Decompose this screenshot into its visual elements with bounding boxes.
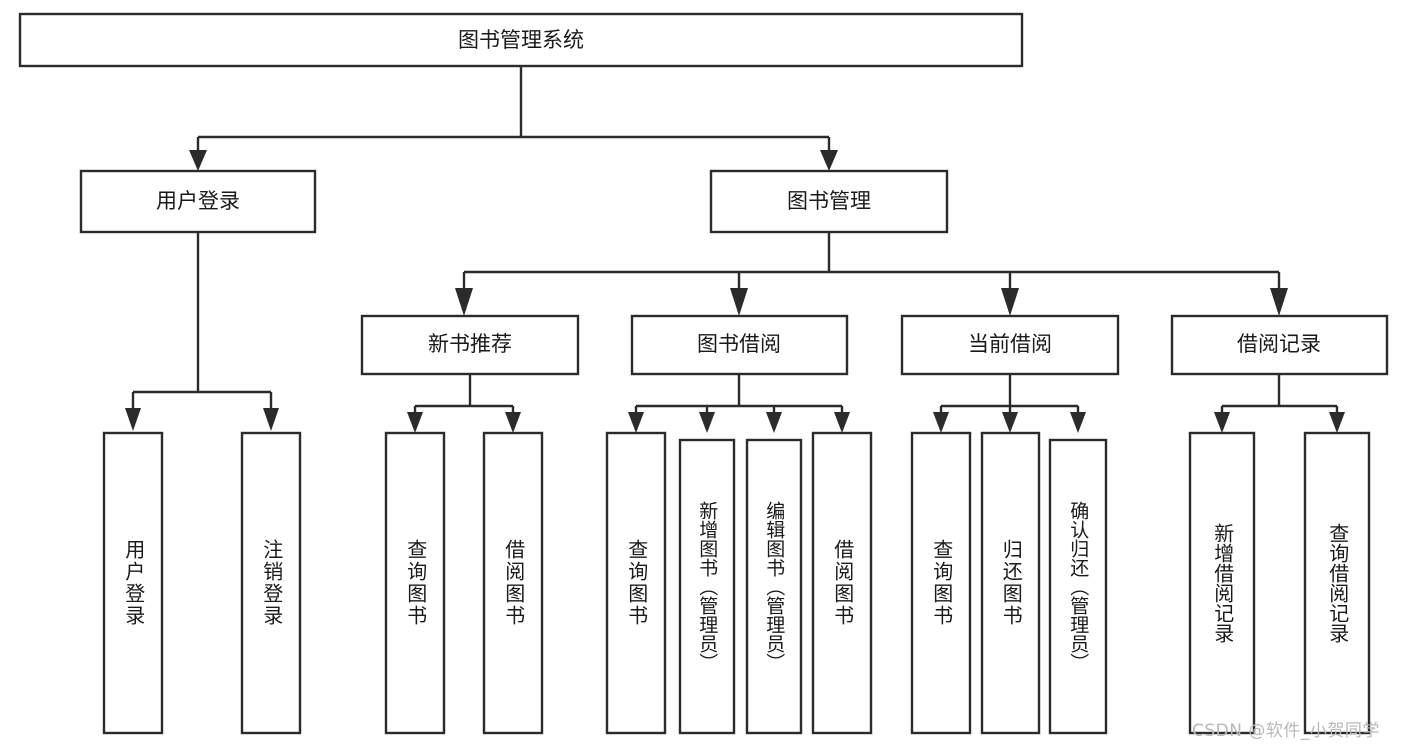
arrowhead-leaf10 — [1002, 412, 1018, 433]
arrowhead-leaf9 — [933, 412, 949, 433]
arrowhead-leaf3 — [407, 412, 423, 433]
node-root[interactable]: 图书管理系统 — [18, 12, 1024, 68]
node-current-box[interactable] — [900, 314, 1120, 376]
node-current-label: 当前借阅 — [968, 332, 1052, 356]
arrowhead-leaf4 — [505, 412, 521, 433]
arrowhead-leaf5 — [628, 412, 644, 433]
node-records-label: 借阅记录 — [1237, 332, 1321, 356]
arrowhead-leaf11 — [1070, 412, 1086, 433]
connector-layer — [125, 66, 1345, 433]
node-leaf12-box[interactable] — [1188, 431, 1256, 735]
node-current[interactable]: 当前借阅 — [900, 314, 1120, 376]
arrowhead-leaf8 — [834, 412, 850, 433]
node-leaf13-box[interactable] — [1303, 431, 1371, 735]
node-bookmgmt-box[interactable] — [709, 169, 949, 234]
node-newbook-label: 新书推荐 — [428, 332, 512, 356]
arrowhead-borrow — [730, 288, 748, 316]
node-leaf10-box[interactable] — [980, 431, 1041, 735]
node-login[interactable]: 用户登录 — [79, 169, 317, 234]
node-leaf4-box[interactable] — [482, 431, 544, 735]
node-leaf1-box[interactable] — [102, 431, 164, 735]
arrowhead-login — [189, 150, 207, 171]
node-leaf7-box[interactable] — [745, 438, 803, 735]
arrowhead-current — [1001, 288, 1019, 316]
arrowhead-leaf13 — [1329, 412, 1345, 433]
node-root-box[interactable] — [18, 12, 1024, 68]
node-borrow-box[interactable] — [630, 314, 849, 376]
csdn-watermark: CSDN @软件_小贺同学 — [1192, 721, 1380, 741]
node-layer: 图书管理系统 用户登录 图书管理 新书推荐 图书借阅 当前 — [18, 12, 1389, 735]
node-leaf3-box[interactable] — [384, 431, 446, 735]
arrowhead-bookmgmt — [820, 150, 838, 171]
arrowhead-newbook — [455, 288, 473, 316]
node-newbook-box[interactable] — [360, 314, 580, 376]
node-leaf2-box[interactable] — [240, 431, 302, 735]
node-records[interactable]: 借阅记录 — [1170, 314, 1389, 376]
node-login-label: 用户登录 — [156, 189, 240, 213]
node-newbook[interactable]: 新书推荐 — [360, 314, 580, 376]
node-records-box[interactable] — [1170, 314, 1389, 376]
node-leaf5-box[interactable] — [605, 431, 667, 735]
node-login-box[interactable] — [79, 169, 317, 234]
arrowhead-leaf7 — [766, 412, 782, 433]
arrowhead-leaf1 — [125, 408, 141, 431]
node-leaf9-box[interactable] — [910, 431, 972, 735]
arrowhead-leaf2 — [263, 408, 279, 431]
arrowhead-records — [1270, 288, 1288, 316]
node-bookmgmt[interactable]: 图书管理 — [709, 169, 949, 234]
node-borrow[interactable]: 图书借阅 — [630, 314, 849, 376]
node-root-label: 图书管理系统 — [458, 28, 584, 52]
node-leaf11-box[interactable] — [1048, 438, 1108, 735]
node-bookmgmt-label: 图书管理 — [787, 189, 871, 213]
node-leaf8-box[interactable] — [811, 431, 873, 735]
arrowhead-leaf12 — [1214, 412, 1230, 433]
node-leaf6-box[interactable] — [678, 438, 736, 735]
node-borrow-label: 图书借阅 — [697, 332, 781, 356]
arrowhead-leaf6 — [699, 412, 715, 433]
